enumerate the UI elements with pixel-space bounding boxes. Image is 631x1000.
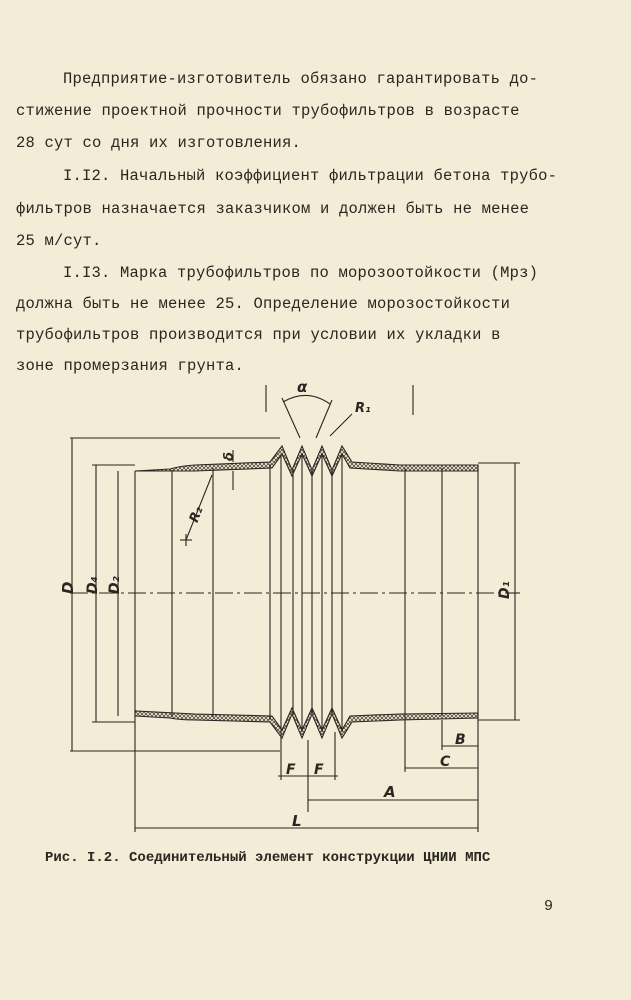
angle-line xyxy=(281,397,301,439)
label-c: C xyxy=(440,754,451,770)
label-d: D xyxy=(59,582,77,594)
text-line: 28 сут со дня их изготовления. xyxy=(16,134,302,152)
label-r2: R₂ xyxy=(187,504,207,524)
label-f-left: F xyxy=(286,762,296,778)
label-d1: D₁ xyxy=(497,581,513,599)
text-line: 25 м/сут. xyxy=(16,232,102,250)
page-number: 9 xyxy=(544,898,554,915)
text-line: I.I2. Начальный коэффициент фильтрации б… xyxy=(63,167,558,185)
top-wall-section xyxy=(134,444,479,478)
r1-leader xyxy=(329,413,353,437)
text-line: I.I3. Марка трубофильтров по морозоотойк… xyxy=(63,264,539,282)
label-d2: D₂ xyxy=(107,575,123,594)
label-alpha: α xyxy=(297,378,308,396)
angle-arc xyxy=(282,394,331,405)
figure-caption: Рис. I.2. Соединительный элемент констру… xyxy=(45,850,491,866)
label-b: B xyxy=(455,732,466,748)
r2-leader xyxy=(185,474,213,541)
label-a: A xyxy=(383,783,396,801)
text-line: стижение проектной прочности трубофильтр… xyxy=(16,102,520,120)
label-r1: R₁ xyxy=(355,401,371,416)
label-f-right: F xyxy=(314,762,324,778)
bottom-wall-section xyxy=(134,706,479,740)
angle-line xyxy=(315,399,333,439)
label-delta: δ xyxy=(222,452,237,461)
text-line: Предприятие-изготовитель обязано гаранти… xyxy=(63,70,539,88)
label-l: L xyxy=(292,812,302,830)
text-line: фильтров назначается заказчиком и должен… xyxy=(16,200,530,218)
label-d4: D₄ xyxy=(85,576,101,594)
text-line: зоне промерзания грунта. xyxy=(16,357,245,375)
connector-element-drawing: α R₁ R₂ δ D D₄ D₂ D₁ F F B C A L xyxy=(59,378,520,832)
text-line: трубофильтров производится при условии и… xyxy=(16,326,501,344)
text-line: должна быть не менее 25. Определение мор… xyxy=(16,295,511,313)
